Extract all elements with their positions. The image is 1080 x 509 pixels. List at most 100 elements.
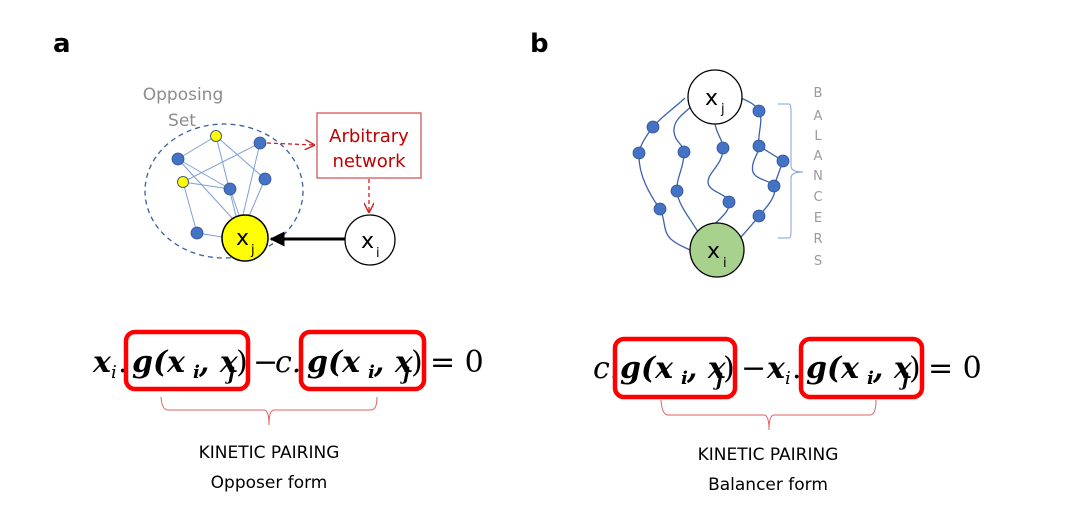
blue-node [253,136,267,150]
eq-a-minus: − [253,345,278,380]
eq-b-g1-sub-i: i [681,368,688,389]
eq-a-g2: g(x [307,345,361,380]
eq-b-coef: x [766,351,786,386]
node-xj-a: x j [221,214,269,262]
balancer-node [653,202,667,216]
opposing-set-label-line1: Opposing [143,85,224,105]
balancer-node [722,195,736,209]
balancer-node [670,184,684,198]
blue-node [258,172,272,186]
eq-a-g1-sub-j: j [225,364,235,385]
edge [248,178,266,217]
balancers-letter: N [813,169,823,184]
eq-b-dot: . [792,351,802,386]
eq-a-dot: . [118,345,128,380]
eq-a-g1: g(x [132,345,186,380]
highlight-box-a2 [298,329,427,392]
node-xj-b: x j [687,69,743,125]
balancer-chain [638,97,691,251]
eq-b-g1-sep: , x [686,351,727,386]
blue-node [190,226,204,240]
blue-node [223,182,237,196]
arbitrary-network-box: Arbitrary network [316,112,422,179]
bracket-a [160,396,378,426]
balancers-letter: E [814,211,822,226]
balancer-node [677,145,691,159]
eq-a-g1-sep: , x [198,345,239,380]
balancer-node [716,141,730,155]
eq-b-minus: − [741,351,766,386]
eq-b-g1: g(x [620,351,674,386]
caption-b-line2: Balancer form [708,475,828,495]
edge [177,135,217,160]
edge [182,181,231,190]
eq-a-g2-close: ) [411,345,423,380]
dashed-arrow-to-box [266,143,314,145]
eq-b-equals: = 0 [928,351,982,386]
node-xi-subscript: i [376,246,380,261]
node-xi-subscript: i [723,256,727,271]
node-xj-subscript: j [250,243,255,258]
opposing-set-boundary [144,123,304,259]
opposing-set-label-line2: Set [168,111,196,131]
balancer-node [767,179,781,193]
eq-a-coef-sub: i [111,362,117,383]
node-xj-circle [221,214,269,262]
eq-b-g1-close: ) [723,351,735,386]
eq-b-g2-sub-j: j [899,370,909,391]
balancer-node [632,146,646,160]
edge [215,135,266,180]
blue-node [171,152,185,166]
edge [215,135,237,217]
panel-label-b: b [530,29,549,59]
eq-b-g2-sub-i: i [867,368,874,389]
balancers-letter: B [814,86,823,101]
edge [182,142,261,183]
caption-b-line1: KINETIC PAIRING [698,445,839,465]
caption-a-line1: KINETIC PAIRING [199,443,340,463]
balancers-letter: A [814,109,823,124]
balancer-chain [707,123,730,225]
balancers-letter: C [813,190,822,205]
node-xi-label: x [361,229,374,254]
highlight-box-b1 [612,336,738,400]
panel-a: a Opposing Set [53,29,484,493]
highlight-box-a1 [123,329,251,392]
node-xj-label: x [236,226,249,251]
panel-label-a: a [53,29,71,59]
balancer-node [776,154,790,168]
eq-a-g2-sep: , x [373,345,414,380]
eq-a-coef: x [92,345,112,380]
edge [177,158,233,219]
balancers-letter: R [813,232,822,247]
edge [182,181,198,234]
eq-b-g2: g(x [806,351,860,386]
panel-b: b x j [530,29,982,495]
balancer-nodes [632,104,790,223]
yellow-node [177,176,189,188]
edge [242,142,261,216]
arbitrary-network-line2: network [332,151,406,172]
balancer-node [752,104,766,118]
balancers-letter: S [814,254,822,269]
eq-b-coef-sub: i [785,368,791,389]
equation-a: x i . g(x i , x j ) − c. g(x i , x j ) =… [92,329,484,392]
bracket-b [660,399,877,431]
eq-b-g2-sep: , x [872,351,913,386]
highlight-box-b2 [798,336,925,400]
caption-a-line2: Opposer form [211,473,328,493]
balancers-bracket [778,103,804,239]
balancers-letter: L [814,129,822,144]
node-xj-label: x [705,86,718,111]
eq-a-g2-sub-i: i [368,362,375,383]
balancer-chain [673,105,699,233]
balancer-node [752,139,766,153]
arbitrary-network-line1: Arbitrary [329,126,409,147]
eq-a-g1-close: ) [236,345,248,380]
yellow-node [210,130,222,142]
node-xi-label: x [707,239,720,264]
eq-a-c: c. [275,345,301,380]
balancer-node [752,209,766,223]
arbitrary-network-rect [316,112,422,179]
